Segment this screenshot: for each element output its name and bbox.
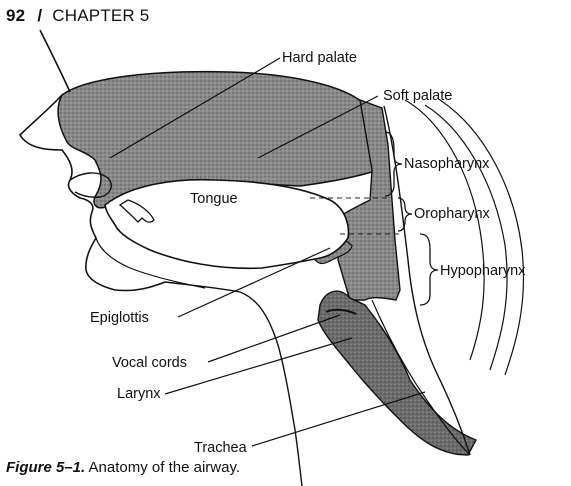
label-tongue: Tongue <box>190 191 238 207</box>
figure-caption: Figure 5–1. Anatomy of the airway. <box>6 459 240 476</box>
caption-text: Anatomy of the airway. <box>89 459 240 476</box>
label-vocal-cords: Vocal cords <box>112 355 187 371</box>
label-larynx: Larynx <box>117 386 161 402</box>
larynx-trachea <box>318 291 476 455</box>
spine-curve-2 <box>425 105 507 370</box>
hypopharynx-bracket <box>420 234 438 305</box>
spine-curve-1 <box>405 100 484 360</box>
label-trachea: Trachea <box>194 440 248 456</box>
oropharynx-bracket <box>398 198 412 231</box>
leader-vocal-cords <box>208 315 340 362</box>
label-oropharynx: Oropharynx <box>414 206 491 222</box>
label-hard-palate: Hard palate <box>282 50 357 66</box>
leader-larynx <box>165 338 352 394</box>
label-epiglottis: Epiglottis <box>90 310 149 326</box>
figure-number: Figure 5–1. <box>6 459 85 476</box>
label-nasopharynx: Nasopharynx <box>404 156 490 172</box>
label-hypopharynx: Hypopharynx <box>440 263 526 279</box>
label-soft-palate: Soft palate <box>383 88 452 104</box>
